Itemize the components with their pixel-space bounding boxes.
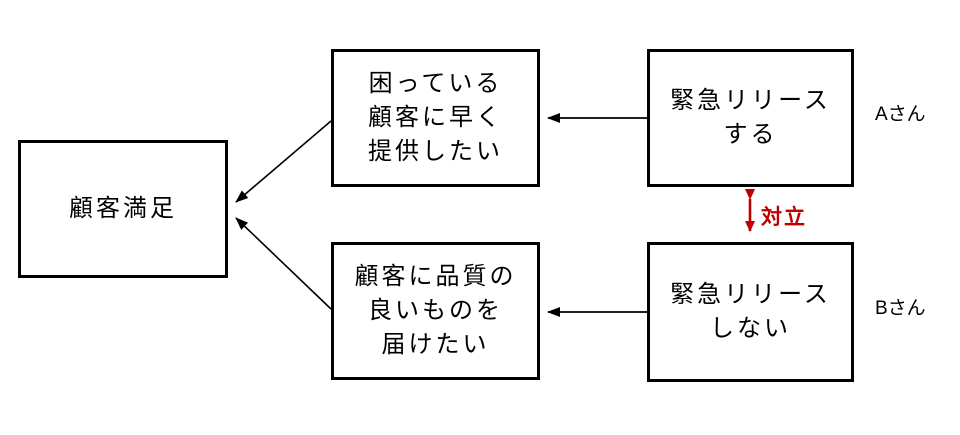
- person-a-label: Aさん: [875, 104, 926, 125]
- node-goal-label: 顧客満足: [69, 195, 177, 222]
- node-need-bottom: 顧客に品質の 良いものを 届けたい: [331, 242, 540, 380]
- node-need-top: 困っている 顧客に早く 提供したい: [331, 49, 540, 187]
- node-action-top-label: 緊急リリース する: [670, 87, 831, 148]
- node-goal: 顧客満足: [18, 140, 228, 278]
- node-action-bottom: 緊急リリース しない: [647, 242, 854, 382]
- node-action-top: 緊急リリース する: [647, 49, 854, 187]
- person-b-label: Bさん: [875, 298, 926, 319]
- connector-need-top-to-goal: [235, 120, 332, 203]
- node-need-top-label: 困っている 顧客に早く 提供したい: [368, 70, 503, 165]
- connector-need-bottom-to-goal: [235, 217, 332, 310]
- node-action-bottom-label: 緊急リリース しない: [670, 281, 831, 342]
- node-need-bottom-label: 顧客に品質の 良いものを 届けたい: [354, 263, 517, 358]
- conflict-label: 対立: [761, 206, 807, 229]
